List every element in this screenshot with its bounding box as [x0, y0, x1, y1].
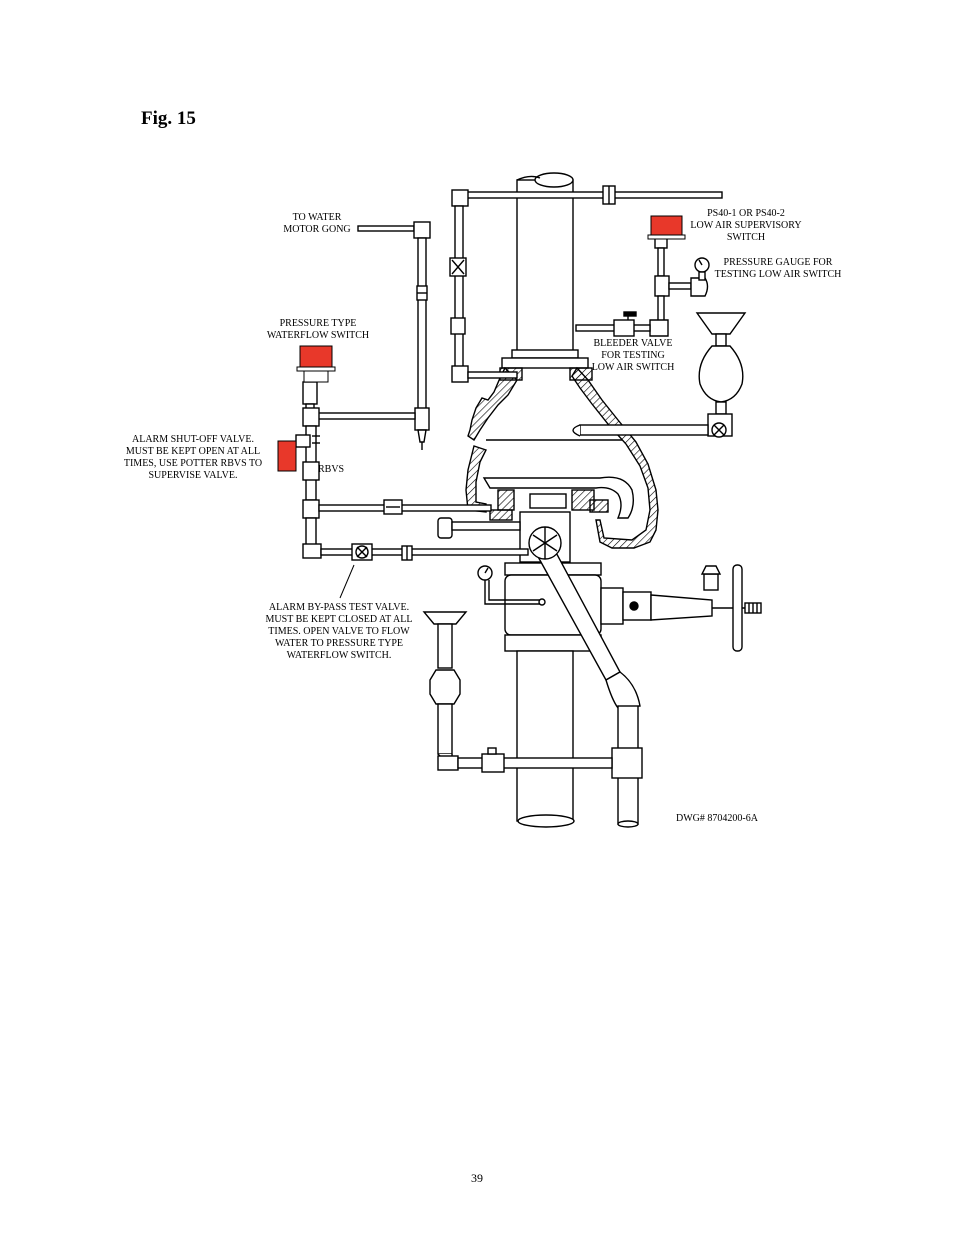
air-line	[449, 185, 723, 383]
label-bleeder-valve: BLEEDER VALVE FOR TESTING LOW AIR SWITCH	[591, 338, 675, 373]
low-air-switch-red	[647, 215, 686, 240]
lower-pressure-gauge	[477, 565, 546, 606]
bypass-pointer	[339, 564, 355, 599]
riser-upper	[501, 172, 589, 369]
rbvs-switch-red	[277, 440, 297, 472]
label-rbvs: RBVS	[318, 464, 345, 475]
label-bypass-valve: ALARM BY-PASS TEST VALVE. MUST BE KEPT C…	[265, 602, 413, 661]
priming-cup	[572, 312, 747, 438]
riser-lower	[504, 562, 602, 828]
drawing-number: DWG# 8704200-6A	[676, 813, 758, 824]
main-drain	[600, 564, 762, 652]
valve-body	[465, 366, 659, 563]
label-pressure-gauge: PRESSURE GAUGE FOR TESTING LOW AIR SWITC…	[714, 257, 842, 280]
alarm-line	[295, 221, 529, 561]
low-air-switch-body	[650, 215, 683, 237]
page-number: 39	[471, 1171, 483, 1185]
drip-funnel	[422, 611, 613, 773]
label-waterflow-switch: PRESSURE TYPE WATERFLOW SWITCH	[266, 318, 370, 341]
drain-pipe	[528, 526, 643, 828]
low-air-switch-assembly	[575, 237, 710, 337]
figure-title: Fig. 15	[141, 108, 196, 129]
label-low-air-switch: PS40-1 OR PS40-2 LOW AIR SUPERVISORY SWI…	[690, 208, 802, 243]
label-water-motor-gong: TO WATER MOTOR GONG	[283, 212, 351, 235]
label-alarm-shutoff: ALARM SHUT-OFF VALVE. MUST BE KEPT OPEN …	[123, 434, 263, 481]
waterflow-switch-body	[299, 345, 333, 369]
waterflow-switch-red	[296, 345, 336, 383]
rbvs-body	[277, 440, 297, 472]
